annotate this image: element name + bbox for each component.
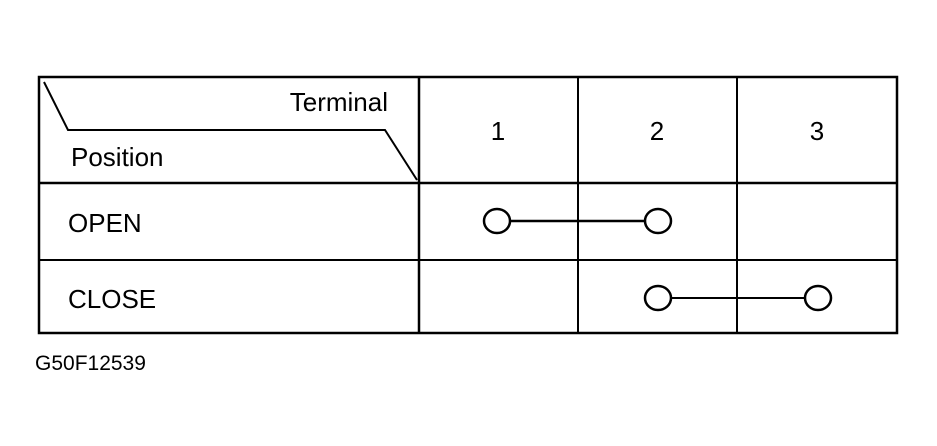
header-position-label: Position [71, 142, 164, 172]
column-header-1: 1 [491, 116, 505, 146]
table-outer-border [37, 75, 899, 335]
open-continuity-connector [482, 207, 673, 235]
figure-code: G50F12539 [35, 352, 146, 375]
column-header-3: 3 [810, 116, 824, 146]
row-label-open: OPEN [68, 208, 142, 238]
close-terminal-3-node [803, 284, 833, 312]
row-label-close: CLOSE [68, 284, 156, 314]
close-continuity-connector [643, 284, 833, 312]
open-terminal-1-node [482, 207, 512, 235]
column-header-2: 2 [650, 116, 664, 146]
header-corner-diagonal [43, 81, 418, 181]
open-terminal-2-node [643, 207, 673, 235]
header-terminal-label: Terminal [290, 87, 388, 117]
close-terminal-2-node [643, 284, 673, 312]
